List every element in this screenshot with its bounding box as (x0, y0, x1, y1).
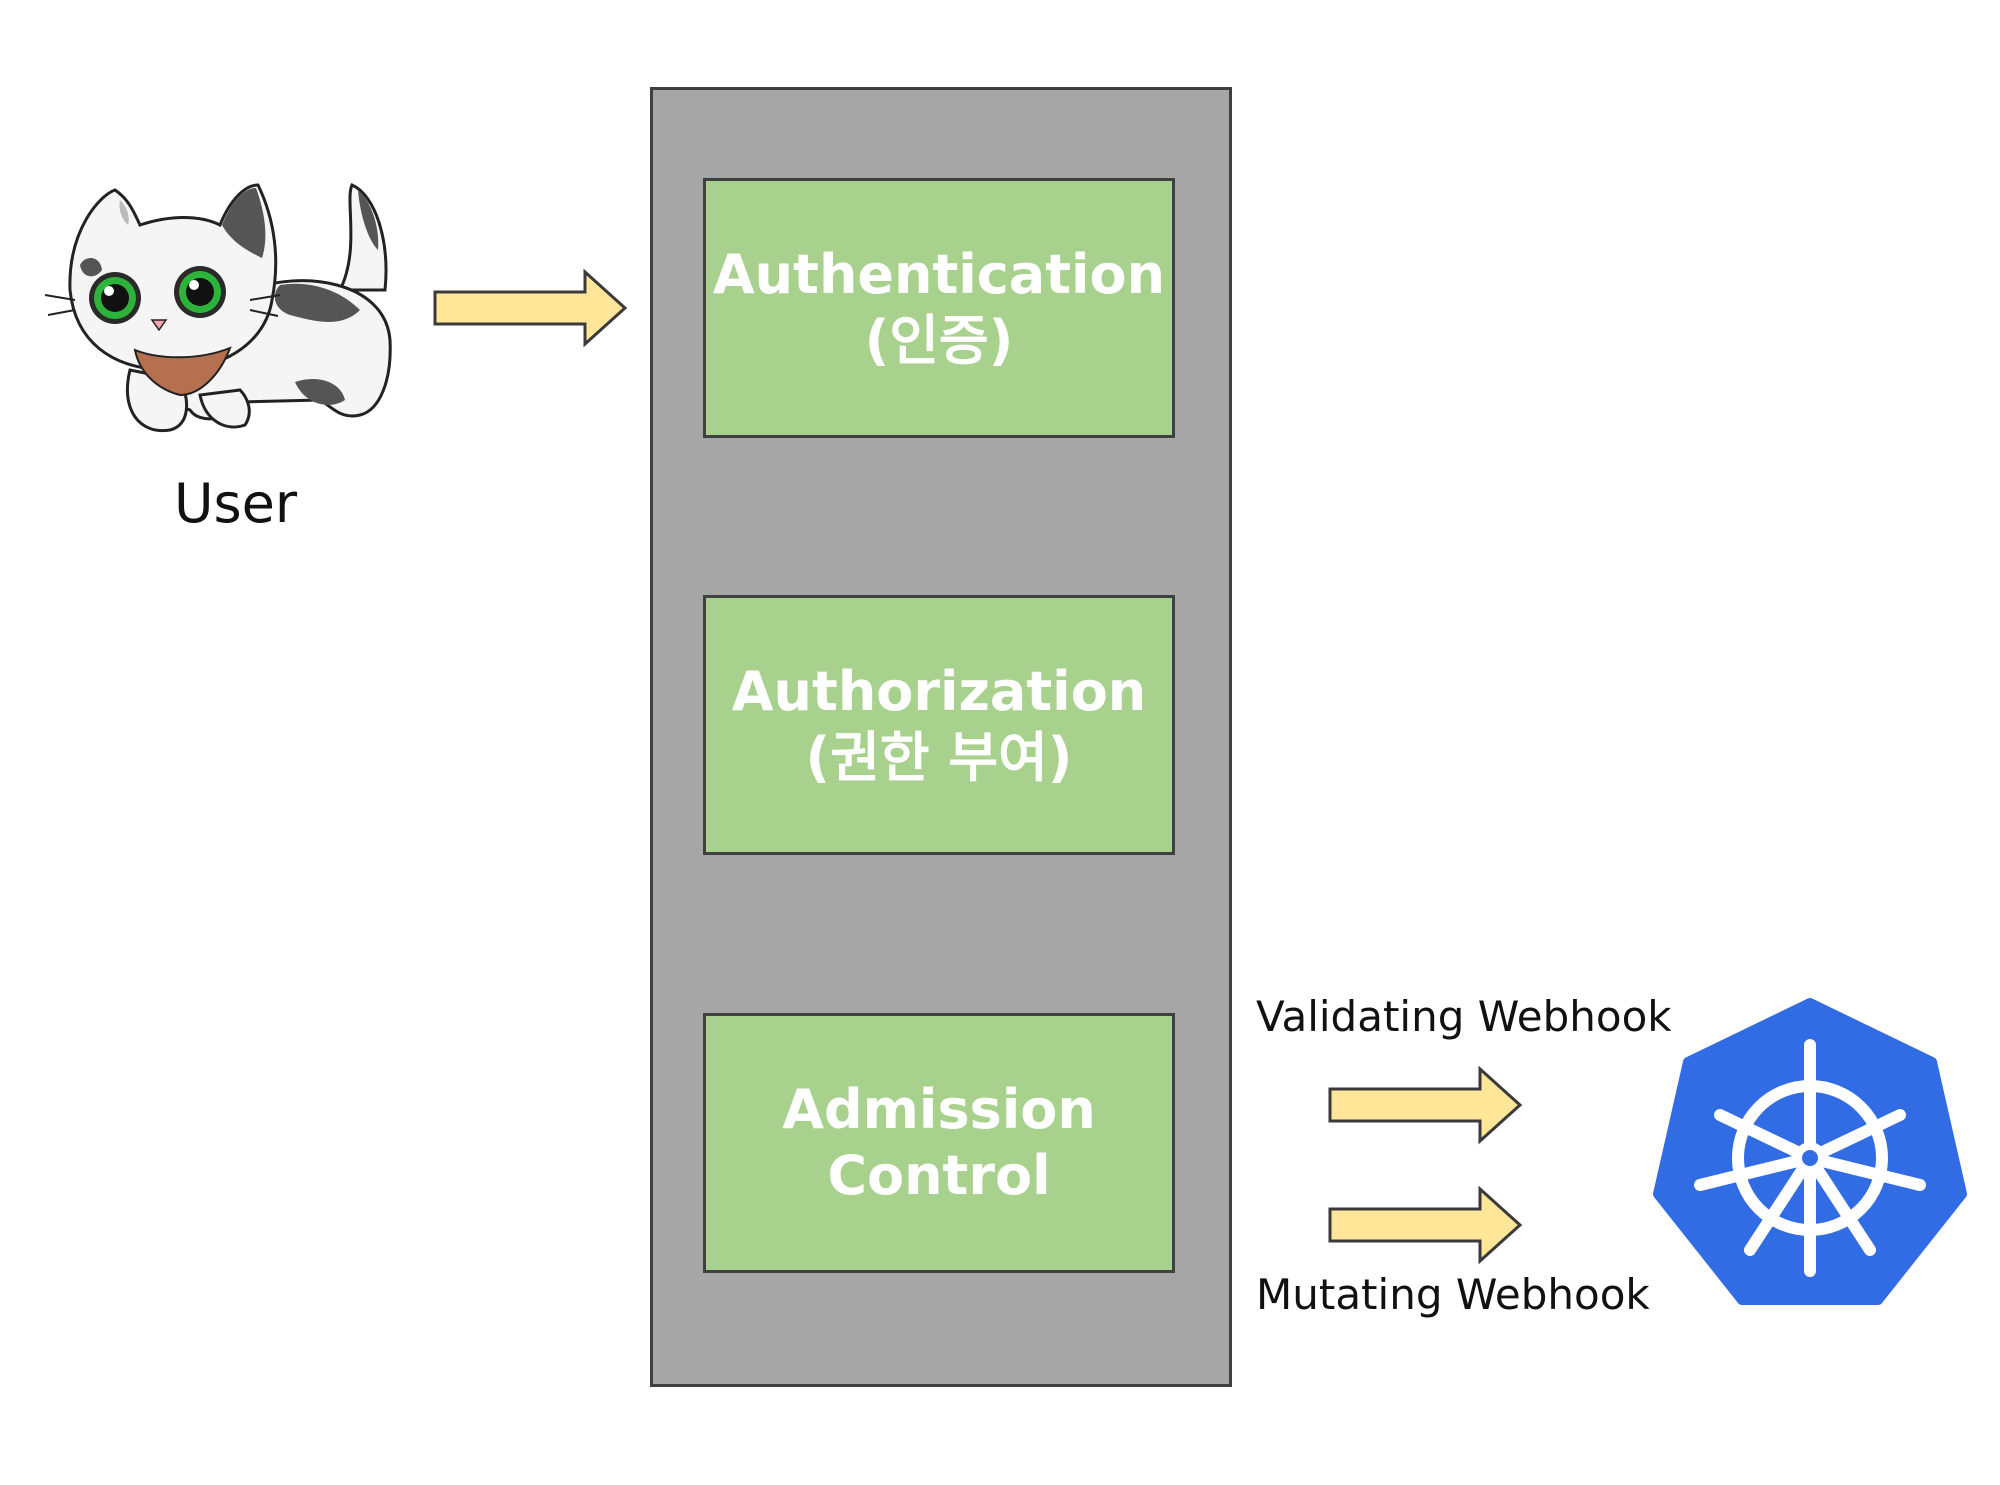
authorization-stage: Authorization (권한 부여) (703, 595, 1175, 855)
kubernetes-logo-icon (1653, 998, 1967, 1305)
stage-title: Authorization (731, 660, 1147, 723)
mutating-webhook-label: Mutating Webhook (1256, 1270, 1650, 1319)
request-arrow-icon (433, 268, 628, 348)
validating-webhook-label: Validating Webhook (1256, 992, 1672, 1041)
authentication-stage: Authentication (인증) (703, 178, 1175, 438)
admission-control-stage: Admission Control (703, 1013, 1175, 1273)
stage-subtitle: (인증) (864, 309, 1014, 372)
user-label: User (174, 472, 298, 535)
stage-subtitle: Control (827, 1144, 1051, 1207)
mutating-arrow-icon (1328, 1185, 1523, 1265)
stage-title: Authentication (712, 243, 1166, 306)
stage-subtitle: (권한 부여) (805, 726, 1073, 789)
stage-title: Admission (782, 1078, 1096, 1141)
cat-mascot-icon (44, 183, 392, 433)
validating-arrow-icon (1328, 1065, 1523, 1145)
